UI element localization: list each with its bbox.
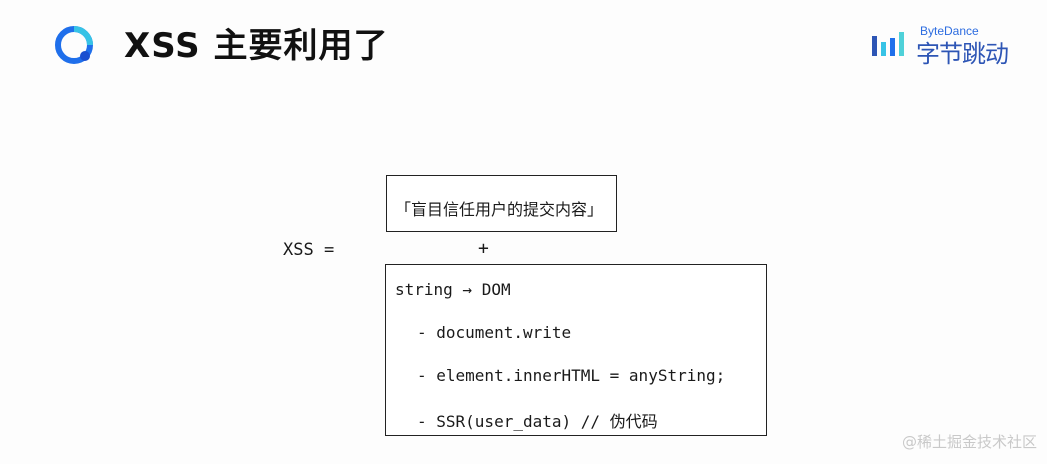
code-line: string → DOM [395,280,511,299]
trust-user-input-text: 「盲目信任用户的提交内容」 [395,200,604,219]
code-line: - SSR(user_data) // 伪代码 [417,412,658,431]
app-logo-icon [55,26,93,64]
brand-name-en: ByteDance [920,24,979,38]
equation-lhs: XSS = [283,240,335,260]
code-line: - document.write [417,323,572,342]
brand-logo: ByteDance 字节跳动 [872,24,1022,68]
watermark: @稀土掘金技术社区 [901,433,1037,451]
string-to-dom-box: string → DOM - document.write - element.… [385,264,767,436]
brand-name-cn: 字节跳动 [916,40,1009,68]
bytedance-mark-icon [872,32,904,56]
page-title: XSS 主要利用了 [124,26,389,66]
trust-user-input-box: 「盲目信任用户的提交内容」 [386,175,617,232]
code-line: - element.innerHTML = anyString; [417,366,726,385]
plus-sign: + [478,238,489,259]
